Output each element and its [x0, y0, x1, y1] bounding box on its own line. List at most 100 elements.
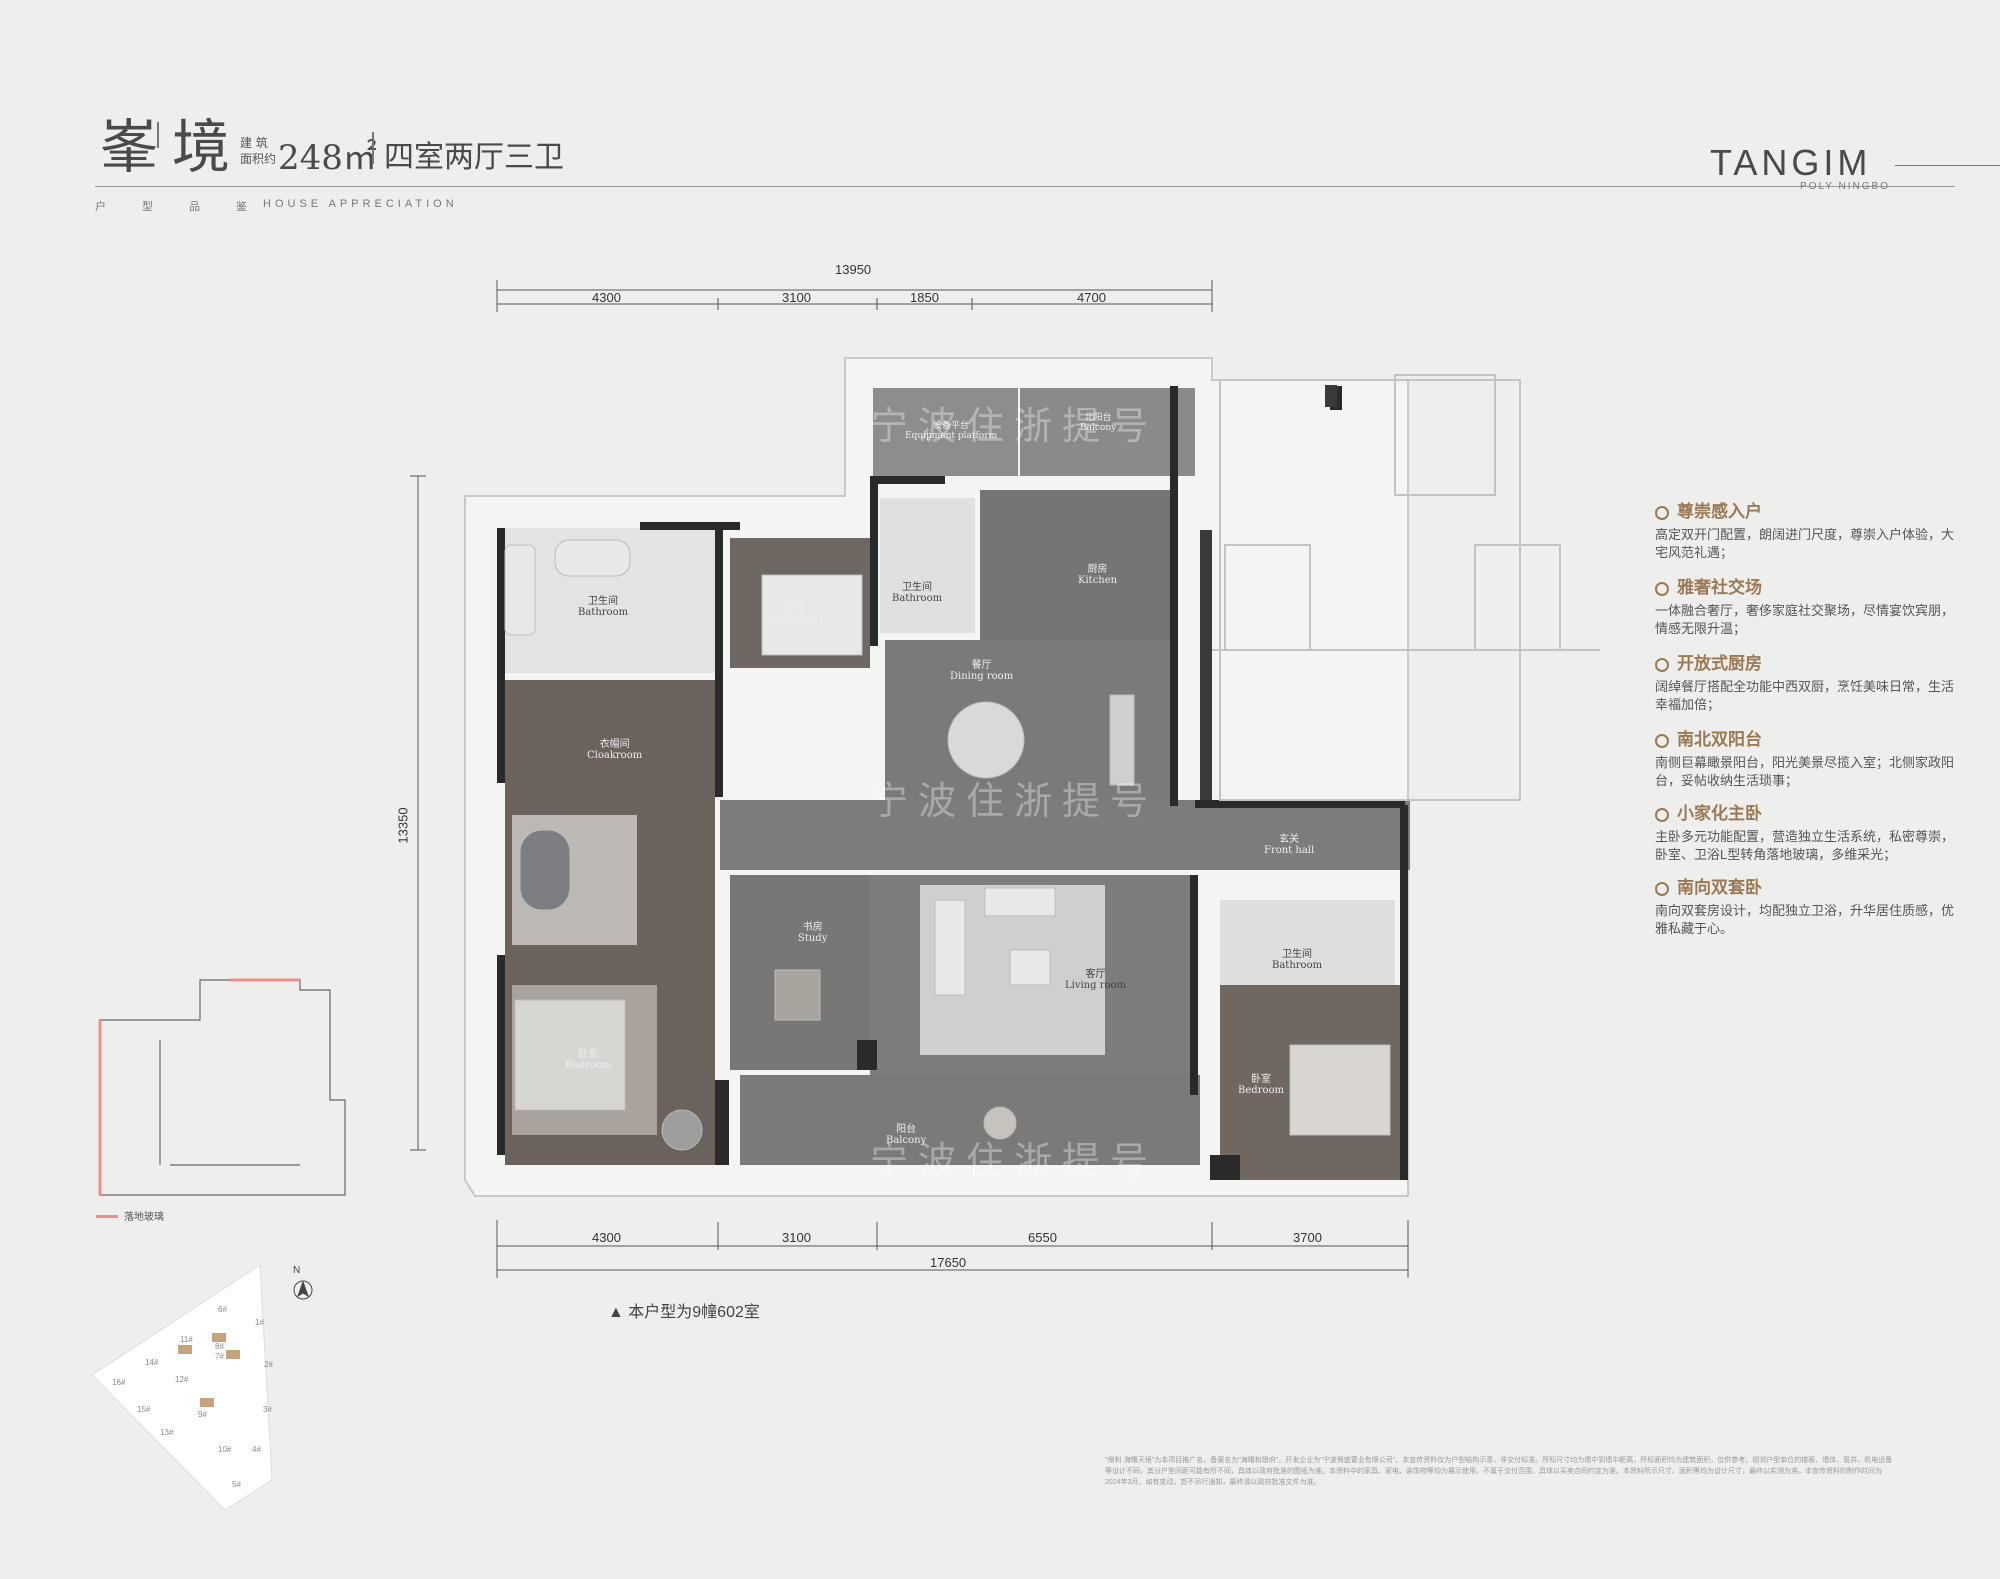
site-plan-outline [91, 1264, 273, 1511]
feature-item: 雅奢社交场 一体融合奢厅，奢侈家庭社交聚场，尽情宴饮宾朋，情感无限升温； [1655, 573, 1955, 638]
feature-title: 雅奢社交场 [1677, 578, 1762, 597]
south-balcony-floor [740, 1075, 1200, 1165]
feature-desc: 南侧巨幕瞰景阳台，阳光美景尽揽入室；北侧家政阳台，妥帖收纳生活琐事； [1655, 755, 1955, 788]
north-arrow [293, 1280, 313, 1300]
building-label: 16# [112, 1378, 126, 1387]
feature-item: 小家化主卧 主卧多元功能配置，营造独立生活系统，私密尊崇，卧室、卫浴L型转角落地… [1655, 799, 1955, 864]
building-label: 9# [198, 1410, 207, 1419]
building-label: 13# [160, 1428, 174, 1437]
project-title: 峯境 [100, 113, 245, 181]
room-label-bedroom-1: 卧室 Bedroom [772, 604, 818, 626]
dim-top-total: 13950 [835, 262, 872, 277]
building-label: 3# [263, 1405, 272, 1414]
brand-rule [1895, 165, 2000, 166]
feature-title: 开放式厨房 [1677, 654, 1762, 673]
circle-icon [1655, 657, 1669, 672]
watermark: 宁波住浙提号 [870, 1141, 1159, 1183]
disclaimer: "保利·海曙天境"为本项目推广名，备案名为"海曙和璟府"。开发企业为"宁波保盛置… [1105, 1457, 1893, 1486]
room-label-bathroom-3: 卫生间 Bathroom [1272, 949, 1323, 971]
feature-desc: 一体融合奢厅，奢侈家庭社交聚场，尽情宴饮宾朋，情感无限升温； [1655, 603, 1955, 636]
room-label-bathroom-2: 卫生间 Bathroom [892, 582, 943, 604]
building-label: 14# [145, 1358, 159, 1367]
area-label: 建 筑 面积约 [240, 135, 296, 167]
room-label-south-balcony: 阳台 Balcony [886, 1124, 927, 1146]
room-label-kitchen: 厨房 Kitchen [1078, 564, 1118, 586]
north-balcony [1020, 388, 1195, 476]
feature-title: 南向双套卧 [1677, 878, 1762, 897]
room-label-study: 书房 Study [798, 922, 828, 944]
watermark: 宁波住浙提号 [870, 406, 1159, 448]
feature-desc: 南向双套房设计，均配独立卫浴，升华居住质感，优雅私藏于心。 [1655, 903, 1955, 936]
watermark: 宁波住浙提号 [870, 781, 1159, 823]
building-label: 8# [215, 1342, 224, 1351]
room-label-north-balcony: 北阳台 Balcony [1080, 413, 1117, 433]
top-dimensions [496, 280, 1213, 312]
feature-desc: 阔绰餐厅搭配全功能中西双厨，烹饪美味日常，生活幸福加倍； [1655, 679, 1955, 712]
feature-desc: 主卧多元功能配置，营造独立生活系统，私密尊崇，卧室、卫浴L型转角落地玻璃，多维采… [1655, 829, 1955, 862]
building-label: 10# [218, 1445, 232, 1454]
building-label: 4# [252, 1445, 261, 1454]
left-dimension [410, 475, 426, 1151]
dim-top-3: 1850 [910, 290, 939, 305]
dim-bottom-4: 3700 [1293, 1230, 1322, 1245]
area-label-line1: 建 筑 [240, 136, 268, 150]
building-label: 5# [232, 1480, 241, 1489]
unit-note: ▲ 本户型为9幢602室 [608, 1304, 760, 1321]
area-divider [372, 132, 374, 164]
stair-walls [1200, 385, 1337, 800]
room-label-master: 卧室 Bedroom [565, 1049, 611, 1071]
building-label: 2# [264, 1360, 273, 1369]
legend-swatch [96, 1215, 118, 1218]
circle-icon [1655, 807, 1669, 822]
bathroom-3-floor [1220, 900, 1395, 985]
area-value: 248㎡ [278, 138, 377, 178]
dim-bottom-1: 4300 [592, 1230, 621, 1245]
room-label-cloakroom: 衣帽间 Cloakroom [587, 739, 643, 761]
kitchen-floor [980, 490, 1175, 640]
title-divider [157, 122, 159, 148]
room-label-bathroom-1: 卫生间 Bathroom [578, 596, 629, 618]
circle-icon [1655, 881, 1669, 896]
room-label-front-hall: 玄关 Front hall [1264, 834, 1315, 856]
brand-logo: TANGIM [1710, 142, 1872, 183]
subtitle-en: HOUSE APPRECIATION [263, 198, 458, 210]
feature-item: 南向双套卧 南向双套房设计，均配独立卫浴，升华居住质感，优雅私藏于心。 [1655, 873, 1955, 938]
dim-bottom-2: 3100 [782, 1230, 811, 1245]
layout-type: 四室两厅三卫 [384, 140, 564, 175]
room-label-bedroom-3: 卧室 Bedroom [1238, 1074, 1284, 1096]
bathroom-2-floor [880, 498, 975, 633]
building-label: 7# [215, 1352, 224, 1361]
feature-item: 南北双阳台 南侧巨幕瞰景阳台，阳光美景尽揽入室；北侧家政阳台，妥帖收纳生活琐事； [1655, 725, 1955, 790]
feature-title: 尊崇感入户 [1677, 502, 1762, 521]
subtitle-cn: 户型品鉴 [95, 201, 283, 213]
feature-desc: 高定双开门配置，朗阔进门尺度，尊崇入户体验，大宅风范礼遇； [1655, 527, 1955, 560]
dim-top-2: 3100 [782, 290, 811, 305]
area-label-line2: 面积约 [240, 152, 277, 166]
feature-item: 尊崇感入户 高定双开门配置，朗阔进门尺度，尊崇入户体验，大宅风范礼遇； [1655, 497, 1955, 562]
dim-top-1: 4300 [592, 290, 621, 305]
room-label-dining: 餐厅 Dining room [950, 660, 1014, 682]
dim-top-4: 4700 [1077, 290, 1106, 305]
building-label: 11# [180, 1335, 193, 1344]
room-label-equipment: 设备平台 Equipment platform [905, 421, 998, 441]
walls [497, 386, 1408, 1180]
equipment-platform [873, 388, 1018, 476]
feature-item: 开放式厨房 阔绰餐厅搭配全功能中西双厨，烹饪美味日常，生活幸福加倍； [1655, 649, 1955, 714]
circle-icon [1655, 505, 1669, 520]
site-plan-buildings [178, 1333, 240, 1407]
key-plan [98, 978, 346, 1196]
circle-icon [1655, 581, 1669, 596]
building-label: 15# [137, 1405, 151, 1414]
dim-bottom-3: 6550 [1028, 1230, 1057, 1245]
bottom-dimensions [496, 1220, 1409, 1278]
furniture [504, 539, 1391, 1151]
stair-core [1210, 374, 1600, 801]
building-label: 12# [175, 1375, 189, 1384]
dim-left: 13350 [395, 807, 411, 844]
building-label: 1# [255, 1318, 264, 1327]
feature-title: 小家化主卧 [1677, 804, 1762, 823]
dim-bottom-total: 17650 [930, 1255, 967, 1270]
room-label-living: 客厅 Living room [1065, 969, 1127, 991]
front-hall-floor [720, 800, 1410, 870]
